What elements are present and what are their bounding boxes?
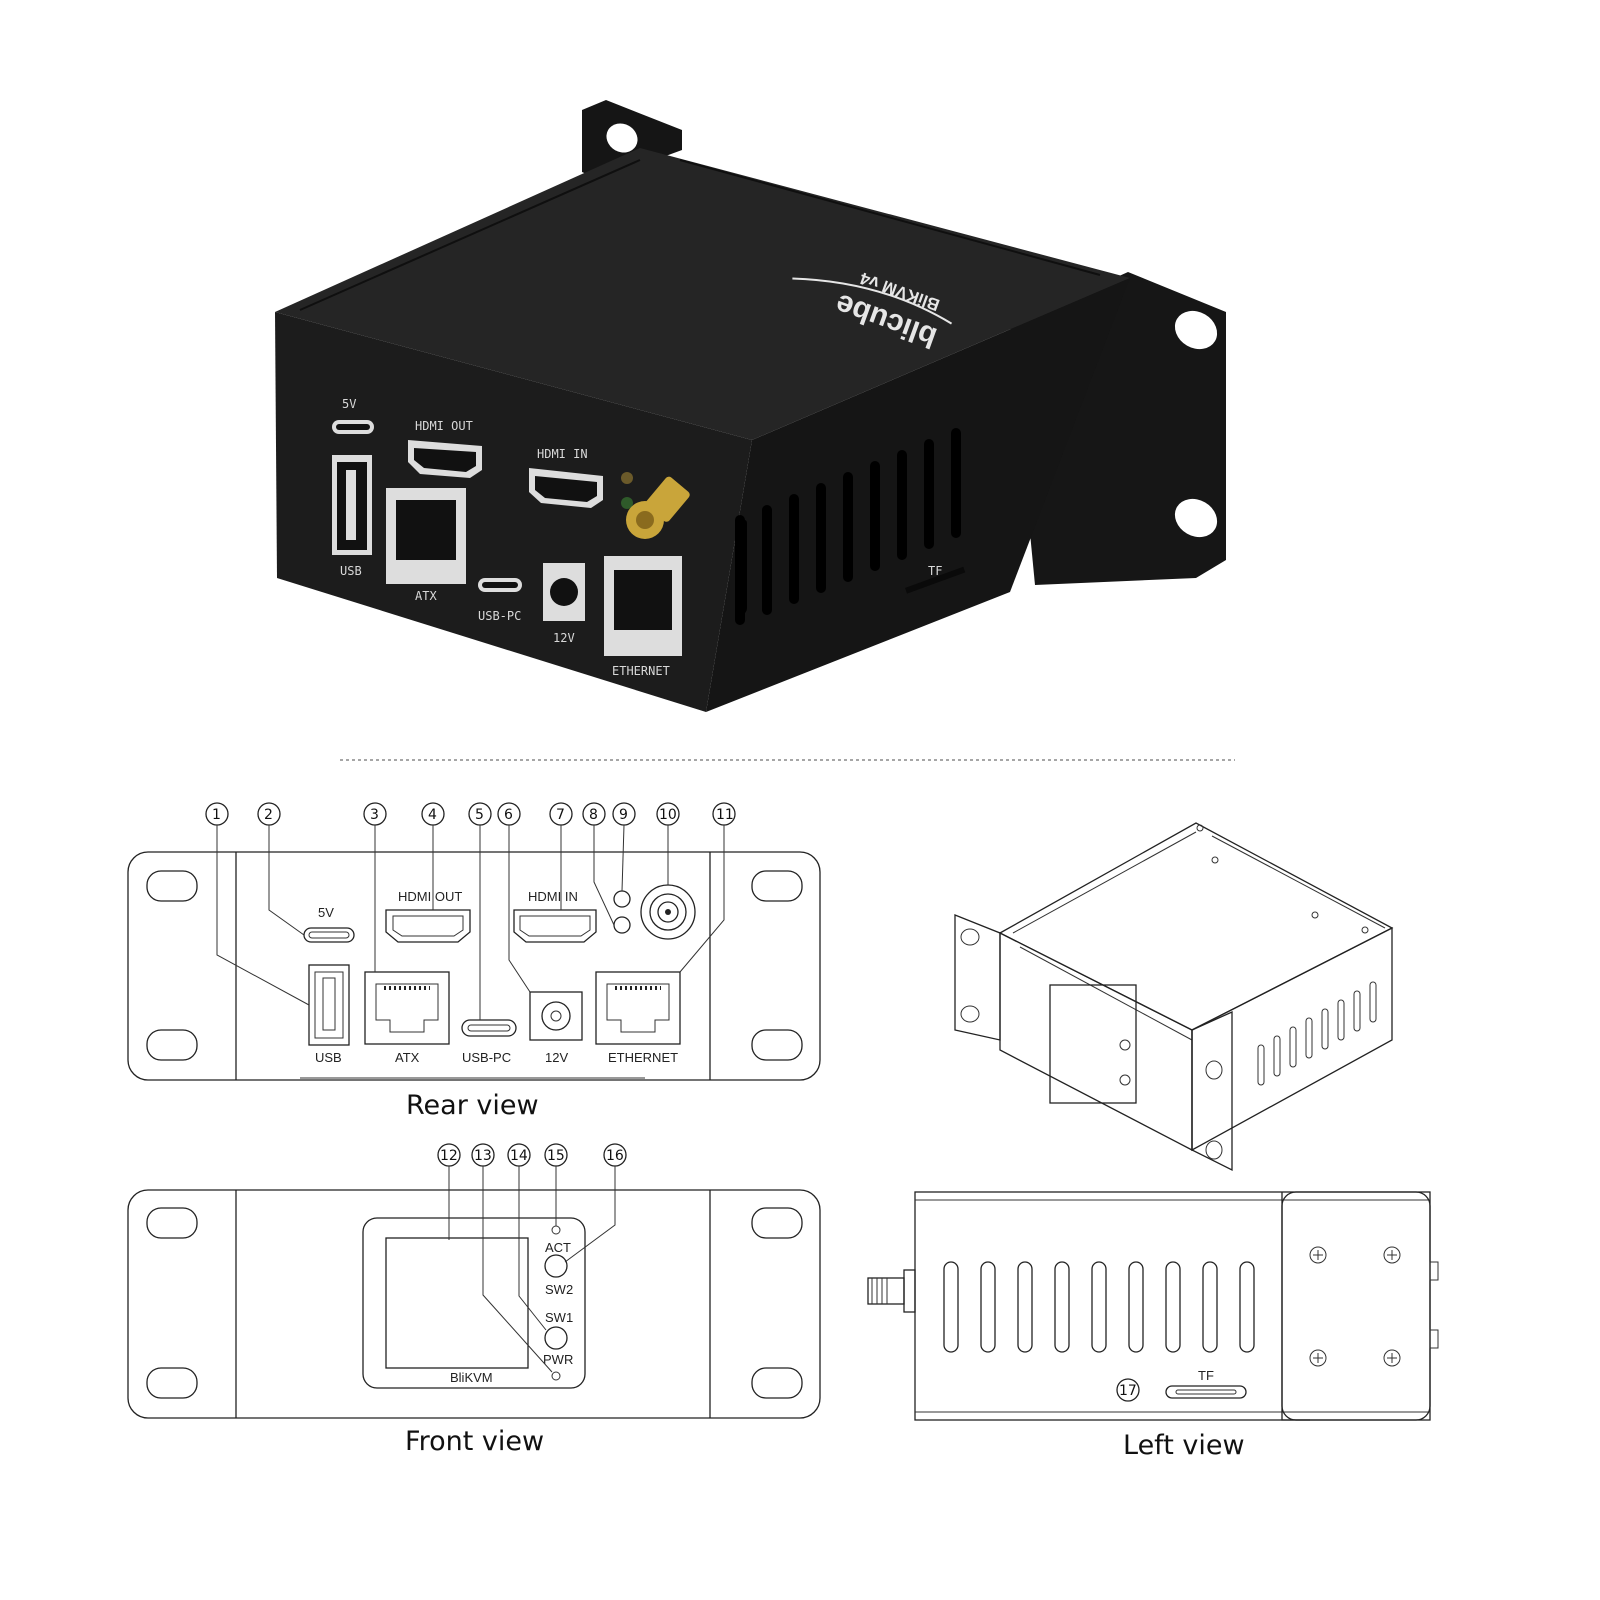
svg-text:USB-PC: USB-PC <box>478 609 521 623</box>
svg-text:12V: 12V <box>553 631 575 645</box>
svg-text:BliKVM: BliKVM <box>450 1370 493 1385</box>
photo-ports: 5V HDMI OUT HDMI IN USB ATX USB-PC <box>332 397 690 678</box>
svg-text:ACT: ACT <box>545 1240 571 1255</box>
svg-text:7: 7 <box>556 807 565 823</box>
svg-text:USB: USB <box>340 564 362 578</box>
svg-text:15: 15 <box>547 1148 565 1164</box>
svg-text:HDMI OUT: HDMI OUT <box>415 419 473 433</box>
device-side <box>706 278 1130 712</box>
svg-text:SW1: SW1 <box>545 1310 573 1325</box>
svg-text:5: 5 <box>475 807 484 823</box>
svg-text:12: 12 <box>440 1148 458 1164</box>
svg-text:4: 4 <box>428 807 437 823</box>
svg-text:ETHERNET: ETHERNET <box>608 1050 678 1065</box>
front-callouts: 12 13 14 15 16 <box>437 1143 627 1167</box>
left-view-caption: Left view <box>1123 1430 1245 1461</box>
svg-text:6: 6 <box>504 807 513 823</box>
svg-text:5V: 5V <box>318 905 334 920</box>
rear-leaders <box>216 824 725 1020</box>
svg-text:2: 2 <box>264 807 273 823</box>
antenna-connector <box>626 476 690 539</box>
svg-text:USB-PC: USB-PC <box>462 1050 511 1065</box>
svg-text:ETHERNET: ETHERNET <box>612 664 670 678</box>
svg-text:HDMI IN: HDMI IN <box>537 447 588 461</box>
svg-text:ATX: ATX <box>395 1050 420 1065</box>
svg-text:HDMI IN: HDMI IN <box>528 889 578 904</box>
svg-text:1: 1 <box>212 807 221 823</box>
front-view-drawing: BliKVM ACT SW2 SW1 PWR 12 13 14 15 16 Fr… <box>127 1143 821 1457</box>
svg-text:11: 11 <box>716 807 734 823</box>
svg-text:USB: USB <box>315 1050 342 1065</box>
svg-text:8: 8 <box>589 807 598 823</box>
device-top <box>275 148 1130 440</box>
svg-text:3: 3 <box>370 807 379 823</box>
svg-text:SW2: SW2 <box>545 1282 573 1297</box>
device-photo: TF blicube BliKVM v4 5V HDMI OUT HDMI IN… <box>275 100 1226 712</box>
svg-text:TF: TF <box>1198 1368 1214 1383</box>
svg-text:5V: 5V <box>342 397 356 411</box>
left-view-drawing: 17 TF Left view <box>867 1191 1439 1461</box>
photo-label-tf: TF <box>928 564 942 578</box>
svg-text:10: 10 <box>659 807 677 823</box>
svg-text:ATX: ATX <box>415 589 437 603</box>
rear-callouts: 1 2 3 4 5 6 7 8 9 10 11 <box>205 802 736 826</box>
isometric-drawing <box>954 822 1394 1172</box>
svg-text:PWR: PWR <box>543 1352 573 1367</box>
svg-text:14: 14 <box>510 1148 528 1164</box>
svg-text:13: 13 <box>474 1148 492 1164</box>
svg-text:17: 17 <box>1119 1383 1137 1399</box>
svg-text:12V: 12V <box>545 1050 568 1065</box>
rear-view-caption: Rear view <box>406 1090 539 1121</box>
svg-text:9: 9 <box>619 807 628 823</box>
front-leaders <box>448 1166 616 1373</box>
svg-text:HDMI OUT: HDMI OUT <box>398 889 462 904</box>
rear-view-drawing: 5V HDMI OUT HDMI IN USB ATX USB-PC <box>127 802 821 1121</box>
front-view-caption: Front view <box>405 1426 544 1457</box>
svg-text:16: 16 <box>606 1148 624 1164</box>
